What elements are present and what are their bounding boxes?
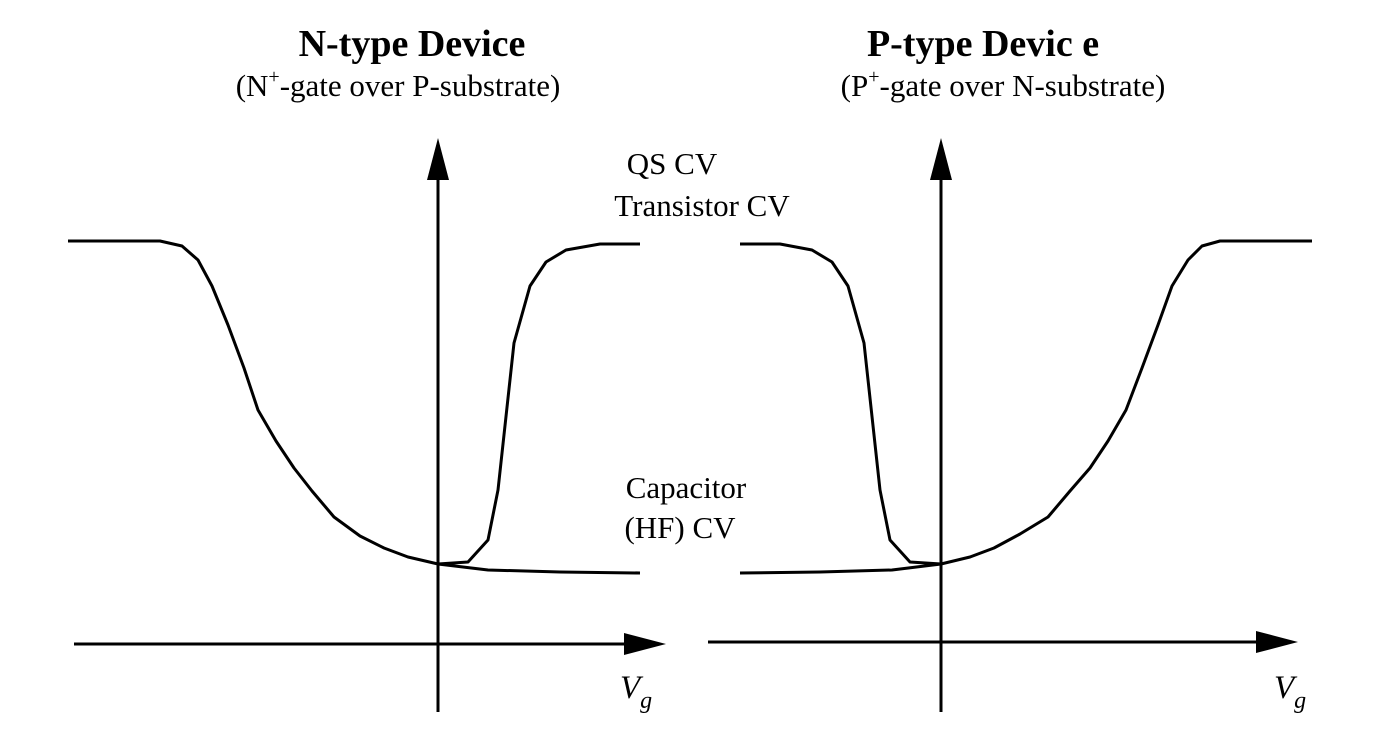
right-subtitle-open: (P [841, 68, 869, 103]
right-vg-axis-label: Vg [1274, 670, 1306, 714]
right-panel-title: P-type Devic e [867, 23, 1099, 65]
left-panel-title: N-type Device [299, 23, 526, 65]
qs-cv-label: QS CV [627, 146, 718, 181]
transistor-cv-label: Transistor CV [614, 188, 790, 223]
left-subtitle-rest: -gate over P-substrate) [280, 68, 561, 103]
left-vg-sub: g [640, 688, 652, 714]
right-capacitor-hf-cv-curve [739, 562, 942, 575]
left-vg-main: V [620, 670, 644, 706]
left-capacitor-hf-cv-curve [437, 562, 641, 575]
right-qs-transistor-cv-curve [740, 242, 942, 566]
left-accumulation-depletion-curve [68, 239, 439, 566]
right-vg-sub: g [1294, 688, 1306, 714]
right-horizontal-arrowhead [1256, 631, 1298, 653]
left-panel-subtitle: (N+-gate over P-substrate) [236, 66, 561, 103]
right-vertical-arrowhead [930, 138, 952, 180]
left-vg-axis-label: Vg [620, 670, 652, 714]
right-panel-subtitle: (P+-gate over N-substrate) [841, 66, 1166, 103]
right-depletion-accumulation-curve [940, 239, 1312, 566]
left-subtitle-open: (N [236, 68, 269, 103]
right-subtitle-sup: + [868, 66, 879, 88]
right-vg-main: V [1274, 670, 1298, 706]
left-vertical-arrowhead [427, 138, 449, 180]
left-qs-transistor-cv-curve [437, 242, 640, 566]
right-subtitle-rest: -gate over N-substrate) [880, 68, 1166, 103]
hf-cv-label: (HF) CV [624, 510, 736, 545]
left-subtitle-sup: + [268, 66, 279, 88]
left-horizontal-arrowhead [624, 633, 666, 655]
capacitor-label: Capacitor [626, 470, 747, 505]
